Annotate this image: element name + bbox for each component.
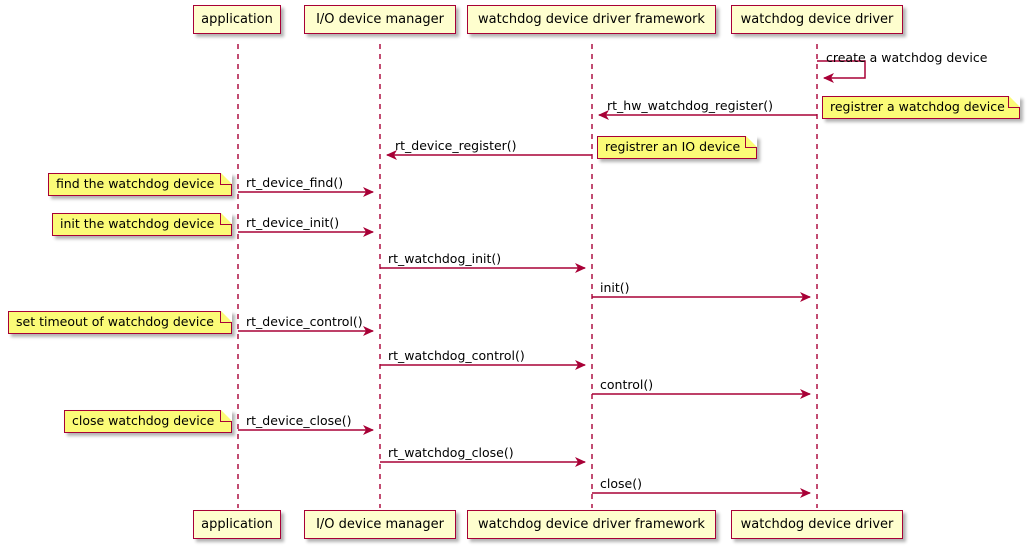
note-fold-corner-icon	[220, 310, 232, 323]
note-init-the-watchdog-device: init the watchdog device	[52, 212, 232, 236]
note-label: close watchdog device	[72, 413, 215, 429]
message-label-rt-device-close: rt_device_close()	[246, 413, 352, 428]
note-registrer-an-io-device: registrer an IO device	[597, 135, 757, 159]
participant-label: I/O device manager	[316, 517, 444, 532]
participant-label: watchdog device driver	[740, 12, 894, 27]
note-registrer-a-watchdog-device: registrer a watchdog device	[822, 95, 1020, 119]
participant-watchdog-device-driver-bottom[interactable]: watchdog device driver	[731, 510, 903, 539]
message-label-rt-device-register: rt_device_register()	[395, 138, 517, 153]
participant-watchdog-device-driver-framework-bottom[interactable]: watchdog device driver framework	[467, 510, 716, 539]
note-fold-corner-icon	[220, 409, 232, 422]
note-fold-corner-icon	[220, 212, 232, 225]
message-label-rt-device-find: rt_device_find()	[246, 175, 344, 190]
message-label-rt-hw-watchdog-register: rt_hw_watchdog_register()	[607, 98, 773, 113]
note-fold-corner-icon	[220, 172, 232, 185]
note-label: registrer an IO device	[605, 139, 741, 155]
note-close-watchdog-device: close watchdog device	[64, 409, 232, 433]
message-line-create-a-watchdog-device	[817, 60, 866, 83]
note-fold-corner-icon	[745, 135, 757, 148]
message-label-rt-watchdog-control: rt_watchdog_control()	[388, 348, 525, 363]
message-label-rt-device-control: rt_device_control()	[246, 314, 363, 329]
participant-io-device-manager-bottom[interactable]: I/O device manager	[304, 510, 456, 539]
participant-label: watchdog device driver framework	[478, 517, 705, 532]
lifelines	[237, 44, 818, 508]
message-label-close: close()	[600, 476, 642, 491]
message-label-rt-device-init: rt_device_init()	[246, 215, 340, 230]
message-label-rt-watchdog-init: rt_watchdog_init()	[388, 251, 502, 266]
note-label: init the watchdog device	[60, 216, 215, 232]
participant-label: I/O device manager	[316, 12, 444, 27]
message-label-init: init()	[600, 280, 630, 295]
participant-label: application	[201, 517, 273, 532]
message-label-rt-watchdog-close: rt_watchdog_close()	[388, 445, 514, 460]
note-find-the-watchdog-device: find the watchdog device	[48, 172, 232, 196]
participant-label: application	[201, 12, 273, 27]
note-label: registrer a watchdog device	[830, 99, 1005, 115]
note-label: find the watchdog device	[56, 176, 215, 192]
participant-application-bottom[interactable]: application	[193, 510, 281, 539]
message-label-create-a-watchdog-device: create a watchdog device	[826, 50, 988, 65]
note-set-timeout-of-watchdog-device: set timeout of watchdog device	[8, 310, 232, 334]
note-fold-corner-icon	[1008, 95, 1020, 108]
message-label-control: control()	[600, 377, 654, 392]
participant-watchdog-device-driver-framework-top[interactable]: watchdog device driver framework	[467, 5, 716, 34]
participant-watchdog-device-driver-top[interactable]: watchdog device driver	[731, 5, 903, 34]
participant-label: watchdog device driver	[740, 517, 894, 532]
messages	[238, 60, 866, 498]
note-label: set timeout of watchdog device	[16, 314, 214, 330]
participant-label: watchdog device driver framework	[478, 12, 705, 27]
participant-application-top[interactable]: application	[193, 5, 281, 34]
participant-io-device-manager-top[interactable]: I/O device manager	[304, 5, 456, 34]
